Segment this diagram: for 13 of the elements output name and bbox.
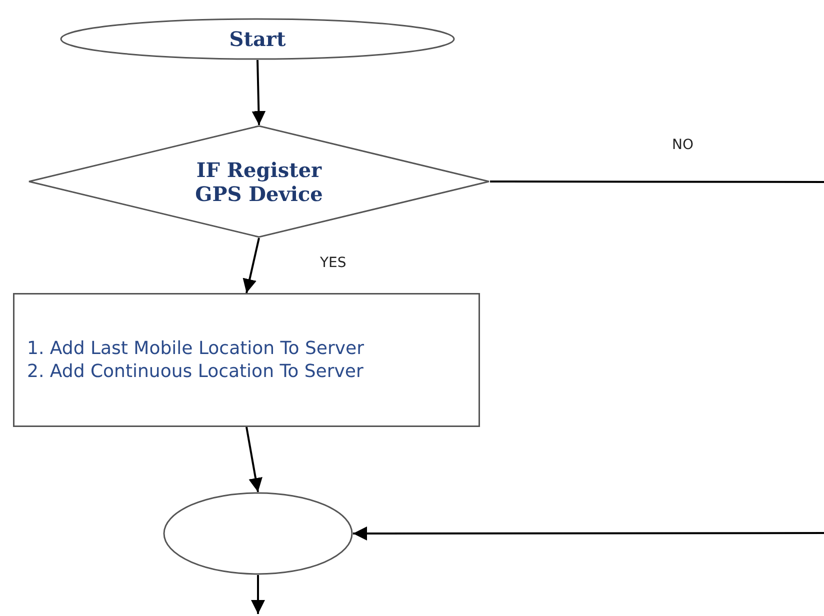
arrow xyxy=(251,575,265,614)
node-label: IF Register GPS Device xyxy=(194,158,324,206)
connector-circle xyxy=(163,492,353,575)
list-item: 1. Add Last Mobile Location To Server xyxy=(26,336,365,360)
arrow xyxy=(242,238,260,294)
process-box xyxy=(13,293,480,427)
arrow xyxy=(246,426,262,492)
list-item: 2. Add Continuous Location To Server xyxy=(26,360,364,384)
start-terminal xyxy=(60,18,455,60)
node-label: Start xyxy=(229,27,286,51)
decision-diamond xyxy=(28,125,490,238)
arrow xyxy=(252,60,266,126)
arrow xyxy=(353,526,824,540)
